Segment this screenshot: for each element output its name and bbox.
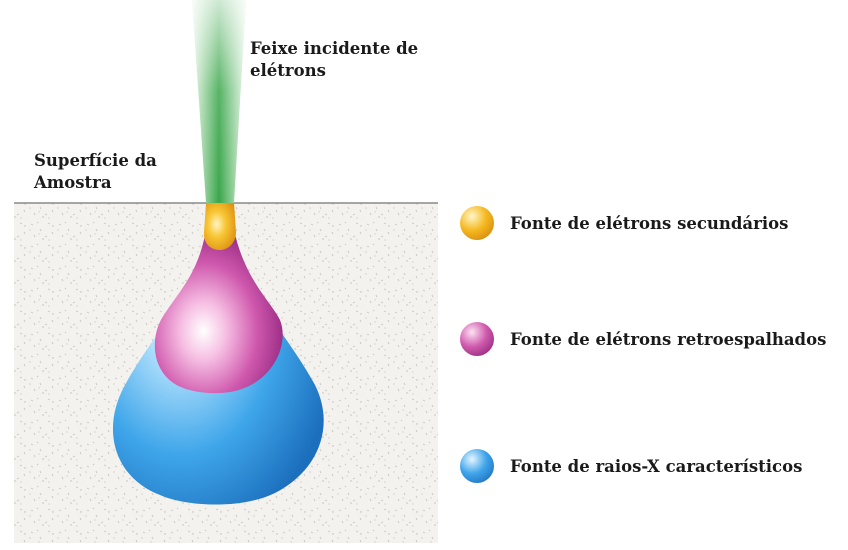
legend-item-secondary: Fonte de elétrons secundários [460,206,788,240]
surface-label-line-1: Superfície da [34,150,157,172]
legend-label-secondary: Fonte de elétrons secundários [510,214,788,233]
legend-label-xray: Fonte de raios-X característicos [510,457,802,476]
beam-label-line-2: elétrons [250,60,418,82]
orange-sphere-icon [460,206,494,240]
beam-label: Feixe incidente de elétrons [250,38,418,82]
surface-label-line-2: Amostra [34,172,157,194]
legend-item-xray: Fonte de raios-X característicos [460,449,802,483]
surface-label: Superfície da Amostra [34,150,157,194]
legend-label-backscattered: Fonte de elétrons retroespalhados [510,330,826,349]
legend-item-backscattered: Fonte de elétrons retroespalhados [460,322,826,356]
beam-label-line-1: Feixe incidente de [250,38,418,60]
magenta-sphere-icon [460,322,494,356]
secondary-electron-volume [204,203,236,250]
blue-sphere-icon [460,449,494,483]
